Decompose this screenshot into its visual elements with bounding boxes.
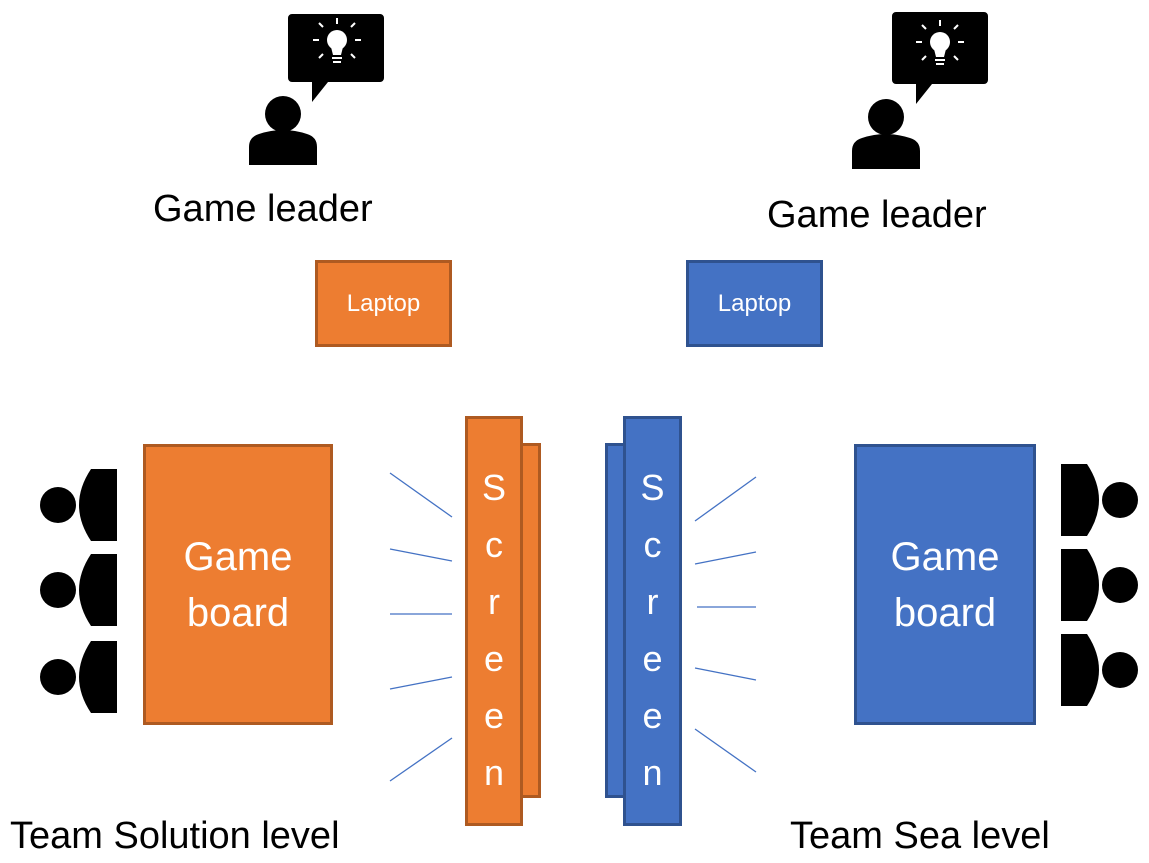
ray-line [694,551,757,565]
left-screen-rays [389,472,453,782]
right-team-label: Team Sea level [790,815,1050,857]
ray-line [389,737,453,782]
ray-line [389,676,453,690]
screen-letter: r [488,581,500,622]
ray-line [694,728,757,773]
left-laptop: Laptop [315,260,452,347]
screen-letter: S [640,467,665,508]
player-icon [40,469,117,541]
screen-letter: n [642,752,663,793]
screen-letter: e [642,695,663,736]
left-team-label: Team Solution level [10,815,340,857]
screen-letter: c [485,524,503,565]
left-game-board: Game board [143,444,333,725]
board-label-line2: board [893,590,997,635]
laptop-label: Laptop [346,289,421,317]
left-screen: S c r e e n [465,416,523,826]
player-icon [1061,549,1138,621]
right-players [1061,464,1138,706]
right-screen: S c r e e n [623,416,682,826]
ray-line [694,667,757,681]
lightbulb-icon [313,18,361,63]
person-icon [852,99,920,169]
right-leader-icon [852,12,988,169]
ray-line [694,476,757,522]
screen-letter: S [481,467,506,508]
screen-letter: n [483,752,505,793]
player-icon [40,554,117,626]
screen-letter: e [483,638,505,679]
screen-letter: r [646,581,659,622]
board-label-line2: board [186,590,290,635]
left-leader-label: Game leader [153,188,373,230]
left-leader-icon [249,14,384,165]
right-screen-rays [694,476,757,773]
ray-line [389,472,453,518]
lightbulb-icon [916,20,964,65]
right-leader-label: Game leader [767,194,987,236]
ray-line [389,548,453,562]
person-icon [249,96,317,165]
board-label-line1: Game [183,534,293,579]
player-icon [40,641,117,713]
right-game-board: Game board [854,444,1036,725]
speech-bubble-icon [892,12,988,104]
player-icon [1061,634,1138,706]
board-label-line1: Game [890,534,1000,579]
screen-letter: c [643,524,662,565]
screen-letter: e [642,638,663,679]
screen-letter: e [483,695,505,736]
right-laptop: Laptop [686,260,823,347]
player-icon [1061,464,1138,536]
left-players [40,469,117,713]
laptop-label: Laptop [717,289,792,317]
